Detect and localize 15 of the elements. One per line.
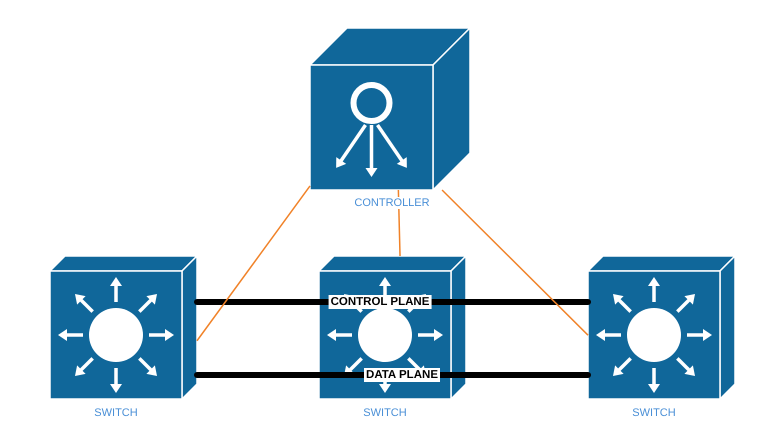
switch-drawing [50,256,197,399]
plane-label: DATA PLANE [364,368,440,382]
switch-label: SWITCH [92,407,140,419]
link-line [196,186,311,342]
plane-line [463,372,591,378]
switch-label: SWITCH [630,407,678,419]
plane-line [194,372,322,378]
plane-label: CONTROL PLANE [328,295,432,309]
switch-drawing [588,256,735,399]
controller-label: CONTROLLER [352,197,432,209]
plane-line [194,299,322,305]
plane-line [463,299,591,305]
switch-label: SWITCH [361,407,409,419]
controller-drawing [310,28,470,190]
link-line [442,189,589,336]
